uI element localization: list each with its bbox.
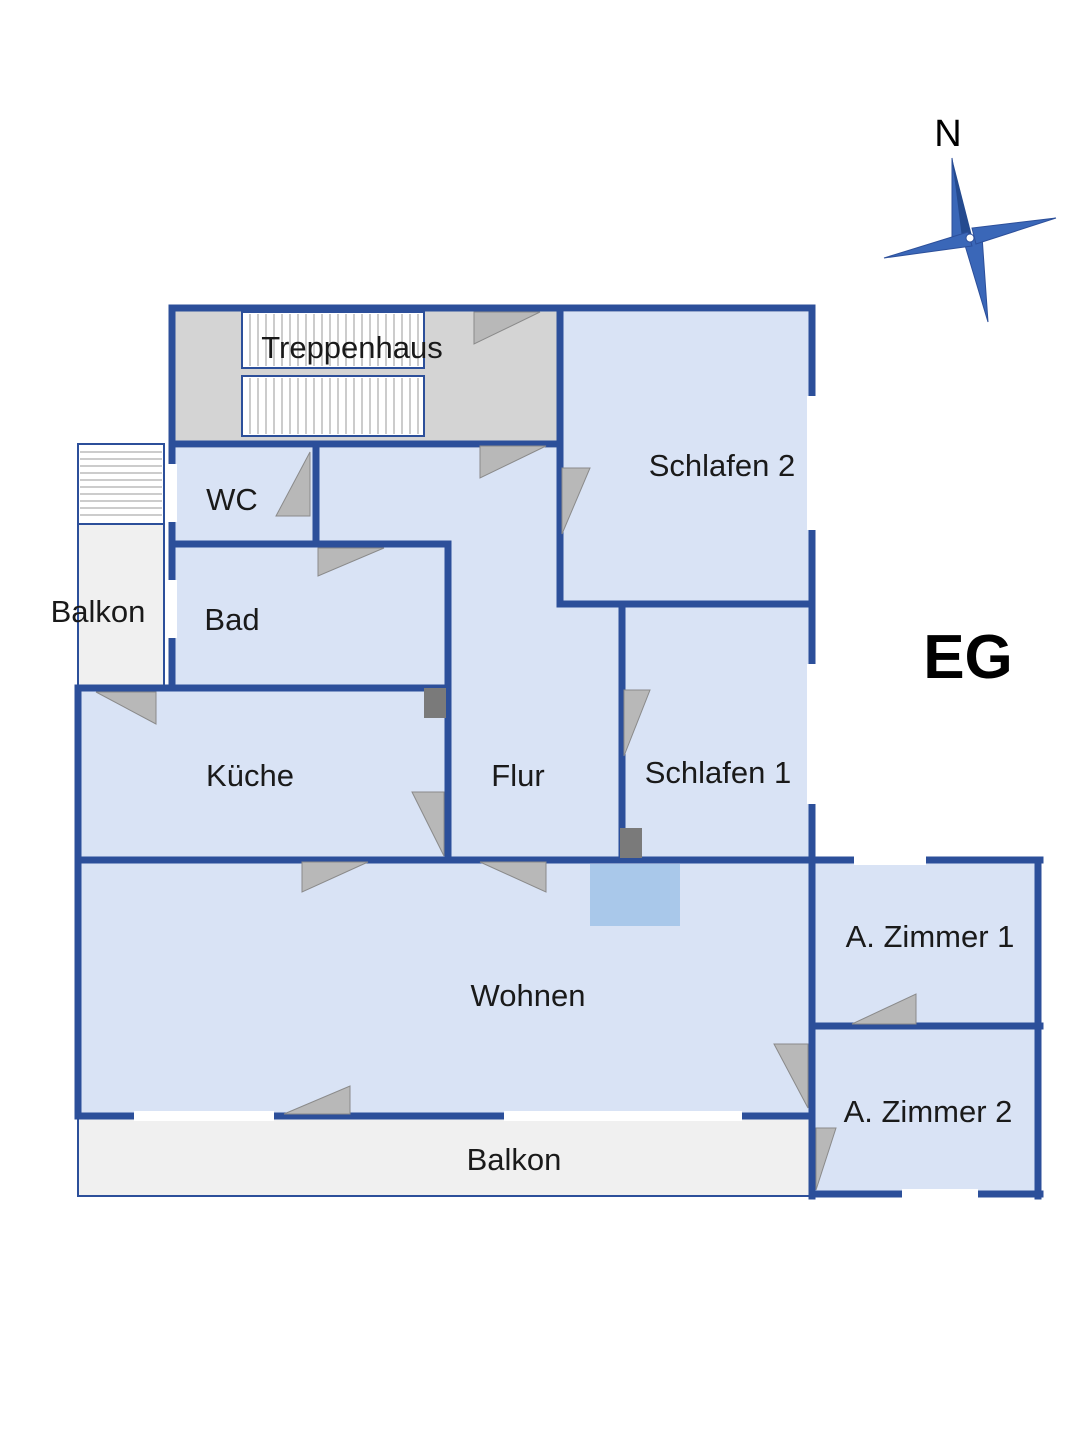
compass-needle-south	[963, 235, 989, 323]
door-wohnen-flur	[479, 861, 547, 893]
door-kueche	[411, 791, 445, 857]
door-schlafen1	[623, 689, 651, 757]
room-flur	[316, 448, 620, 858]
window-azimmer1	[854, 855, 926, 865]
room-azimmer1	[814, 862, 1038, 1026]
window-wohnen-right	[504, 1111, 742, 1121]
door-wc	[275, 451, 311, 517]
window-schlafen2	[807, 396, 817, 530]
door-flur-top	[479, 445, 547, 479]
compass-north-label: N	[934, 113, 961, 155]
balcony-side-stairs	[77, 443, 165, 525]
room-schlafen2	[562, 312, 810, 604]
label-balkon-bottom: Balkon	[467, 1142, 562, 1177]
label-azimmer2: A. Zimmer 2	[844, 1094, 1013, 1129]
door-wohnen-azimmer	[773, 1043, 809, 1109]
label-flur: Flur	[491, 758, 544, 793]
room-azimmer2	[814, 1028, 1038, 1194]
highlight-area	[590, 864, 680, 926]
compass-needle-east	[971, 217, 1057, 245]
door-treppenhaus	[473, 311, 541, 345]
room-wohnen	[80, 860, 810, 1116]
label-schlafen1: Schlafen 1	[645, 755, 792, 790]
window-azimmer2	[902, 1189, 978, 1199]
balcony-stair-steps	[80, 451, 162, 516]
room-kueche	[80, 690, 446, 858]
label-wc: WC	[206, 482, 258, 517]
floor-label: EG	[923, 623, 1013, 692]
room-schlafen1	[622, 606, 810, 858]
stair-flight-bottom	[241, 375, 425, 437]
label-bad: Bad	[204, 602, 259, 637]
pillar-kueche	[424, 688, 446, 718]
pillar-flur	[620, 828, 642, 858]
door-schlafen2	[561, 467, 591, 535]
window-wc	[167, 464, 177, 522]
balcony-side-area	[77, 523, 165, 689]
stair-steps	[249, 314, 419, 434]
windows	[134, 396, 978, 1199]
window-bad	[167, 580, 177, 638]
balcony-bottom-area	[77, 1117, 811, 1197]
label-wohnen: Wohnen	[471, 978, 586, 1013]
door-azimmer2	[815, 1127, 837, 1191]
window-schlafen1	[807, 664, 817, 804]
label-kueche: Küche	[206, 758, 294, 793]
label-treppenhaus: Treppenhaus	[261, 330, 443, 365]
compass-needle-north-dark	[952, 158, 972, 238]
door-swings	[95, 311, 917, 1191]
label-azimmer1: A. Zimmer 1	[846, 919, 1015, 954]
compass-needle-west	[883, 231, 973, 259]
room-bad	[174, 546, 446, 686]
window-wohnen-left	[134, 1111, 274, 1121]
room-fills	[80, 312, 1038, 1194]
door-wohnen-kueche	[301, 861, 369, 893]
label-schlafen2: Schlafen 2	[649, 448, 796, 483]
door-azimmer1	[851, 993, 917, 1025]
door-wohnen-balkon	[283, 1085, 351, 1115]
compass-icon	[883, 157, 1057, 323]
door-kueche-balkon	[95, 691, 157, 725]
door-bad	[317, 547, 385, 577]
label-balkon-side: Balkon	[51, 594, 146, 629]
